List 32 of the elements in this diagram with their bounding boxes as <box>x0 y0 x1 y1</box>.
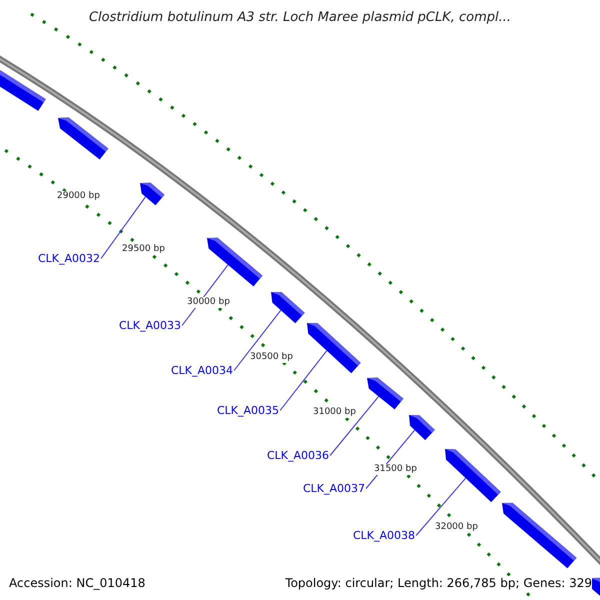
gene-block <box>502 502 577 568</box>
leader-line <box>280 350 328 411</box>
gene-block <box>140 182 164 206</box>
gene-label: CLK_A0032 <box>38 252 100 265</box>
gene-label: CLK_A0034 <box>171 364 234 377</box>
tick-label: 30000 bp <box>187 297 230 308</box>
summary-text: Topology: circular; Length: 266,785 bp; Genes: 329 <box>285 576 592 590</box>
leader-line <box>416 478 466 536</box>
leader-line <box>100 196 146 259</box>
tick-label: 29000 bp <box>57 191 100 202</box>
accession-text: Accession: NC_010418 <box>9 576 146 590</box>
tick-label: 30500 bp <box>250 352 293 363</box>
gene-label: CLK_A0033 <box>119 319 182 332</box>
gene-label: CLK_A0038 <box>353 529 416 542</box>
gene-block <box>207 238 262 286</box>
gene-block <box>409 415 435 440</box>
title: Clostridium botulinum A3 str. Loch Maree plasmid pCLK, compl... <box>88 10 512 25</box>
tick-label: 31000 bp <box>313 407 356 418</box>
gene-label: CLK_A0036 <box>267 449 330 462</box>
tick-label: 29500 bp <box>122 244 165 255</box>
leader-line <box>330 396 380 456</box>
tick-label: 31500 bp <box>374 464 417 475</box>
leader-line <box>234 310 282 371</box>
gene-label: CLK_A0035 <box>217 404 280 417</box>
gene-block <box>445 449 501 502</box>
gene-block <box>307 323 361 374</box>
gene-block <box>58 117 108 160</box>
gene-block <box>367 378 404 410</box>
gene-block <box>0 70 46 111</box>
tick-label: 32000 bp <box>435 522 478 533</box>
gene-block <box>271 292 305 324</box>
gene-label: CLK_A0037 <box>303 482 366 495</box>
